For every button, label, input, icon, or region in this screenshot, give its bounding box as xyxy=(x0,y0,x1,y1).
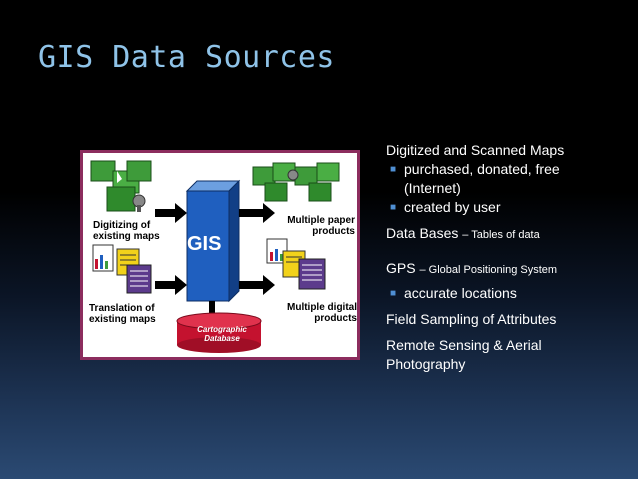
output-documents xyxy=(266,238,326,290)
input-documents xyxy=(92,244,152,294)
bullet-text: accurate locations xyxy=(404,285,517,301)
bullet-text: created by user xyxy=(404,199,501,215)
label-translation: Translation of existing maps xyxy=(89,303,156,325)
label-database: Cartographic Database xyxy=(197,325,247,343)
output-map-tiles xyxy=(252,162,340,202)
list-item: ■ created by user xyxy=(390,198,626,217)
source-gps: GPS – Global Positioning System xyxy=(386,259,626,280)
label-gis: GIS xyxy=(187,233,222,255)
source-field-sampling: Field Sampling of Attributes xyxy=(386,311,557,327)
item-head: Data Bases xyxy=(386,225,459,241)
square-bullet-icon: ■ xyxy=(390,202,397,213)
item-line: Remote Sensing & Aerial xyxy=(386,337,542,353)
label-digital-products: Multiple digital products xyxy=(287,302,357,324)
source-maps: Digitized and Scanned Maps xyxy=(386,142,565,158)
arrow-out-top xyxy=(239,203,275,223)
item-detail: – Global Positioning System xyxy=(419,264,558,276)
db-connector xyxy=(209,301,215,315)
bullet-text: (Internet) xyxy=(404,180,461,196)
square-bullet-icon: ■ xyxy=(390,288,397,299)
gis-diagram: Digitizing of existing maps Translation … xyxy=(80,150,360,360)
list-item: ■ purchased, donated, free (Internet) xyxy=(390,160,626,198)
item-head: GPS xyxy=(386,260,416,276)
arrow-in-top xyxy=(155,203,187,223)
arrow-in-bottom xyxy=(155,275,187,295)
slide-title: GIS Data Sources xyxy=(38,40,335,75)
list-item: ■ accurate locations xyxy=(390,284,626,303)
database-cylinder xyxy=(176,312,262,353)
square-bullet-icon: ■ xyxy=(390,164,397,175)
gis-box xyxy=(185,179,241,303)
label-digitizing: Digitizing of existing maps xyxy=(93,220,160,242)
bullet-text: purchased, donated, free xyxy=(404,161,560,177)
label-paper-products: Multiple paper products xyxy=(287,215,355,237)
item-detail: – Tables of data xyxy=(462,229,540,241)
input-map-tiles xyxy=(90,160,152,212)
arrow-out-bottom xyxy=(239,275,275,295)
diagram-graphic xyxy=(90,160,340,353)
source-databases: Data Bases – Tables of data xyxy=(386,224,626,245)
item-line: Photography xyxy=(386,356,466,372)
source-list: Digitized and Scanned Maps ■ purchased, … xyxy=(386,141,626,374)
